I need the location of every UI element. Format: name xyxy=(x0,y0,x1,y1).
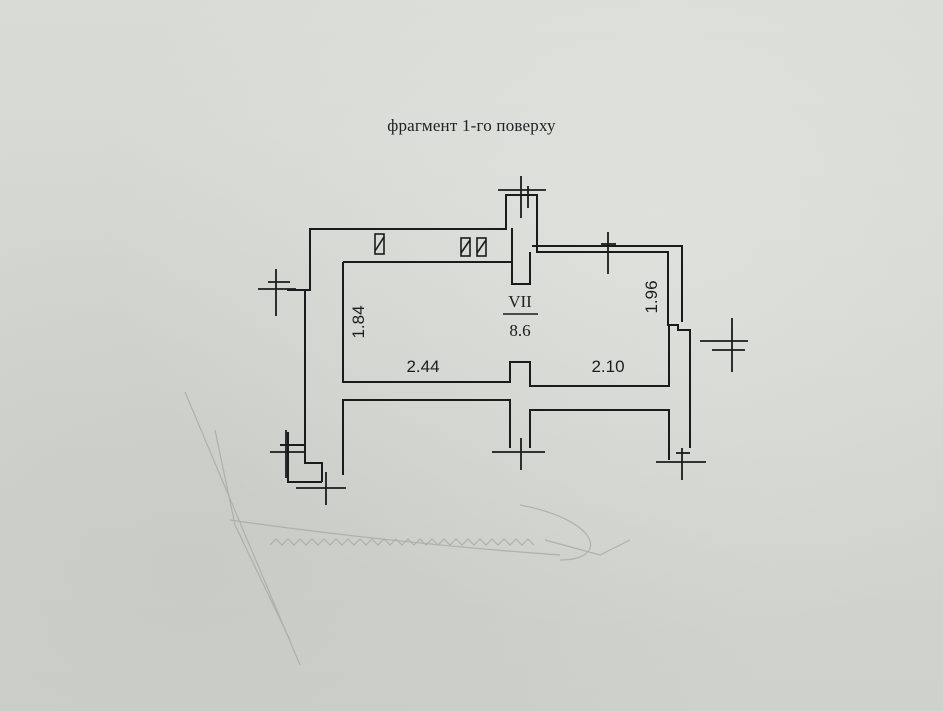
break-marks xyxy=(258,176,748,505)
room-number: VII xyxy=(508,292,532,311)
plan-title: фрагмент 1-го поверху xyxy=(387,116,556,135)
room-area: 8.6 xyxy=(509,321,530,340)
window-symbol-2 xyxy=(460,237,471,257)
background-marks xyxy=(184,391,631,666)
window-symbol-1 xyxy=(374,233,385,255)
dimension-right-width: 2.10 xyxy=(591,357,624,376)
window-symbol-3 xyxy=(476,237,487,257)
window-symbols xyxy=(374,233,487,257)
dimension-left-height: 1.84 xyxy=(349,305,368,338)
dimension-right-height: 1.96 xyxy=(642,280,661,313)
plan-walls xyxy=(280,194,691,483)
dimension-left-width: 2.44 xyxy=(406,357,439,376)
